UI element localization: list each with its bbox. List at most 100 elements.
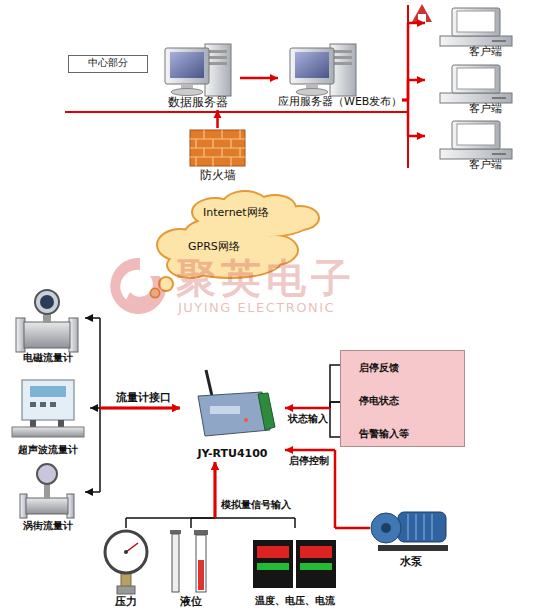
level-gauge-icon bbox=[194, 530, 208, 535]
connector-line bbox=[100, 407, 180, 410]
pump-icon bbox=[378, 545, 448, 551]
pressure-gauge-icon bbox=[124, 550, 128, 554]
client-node: 客户端 bbox=[425, 118, 542, 173]
em-flowmeter-icon bbox=[35, 290, 59, 314]
pressure-gauge-icon bbox=[117, 586, 135, 594]
client-icon bbox=[440, 121, 512, 159]
arrow-head bbox=[214, 110, 222, 118]
lan-bus bbox=[65, 5, 408, 168]
connector bbox=[285, 402, 340, 412]
connector-line bbox=[407, 23, 410, 100]
sensor-node: 液位 bbox=[160, 528, 222, 610]
flowmeter-node: 电磁流量计 bbox=[10, 288, 85, 366]
node-label: 应用服务器（WEB发布） bbox=[278, 95, 402, 108]
connector bbox=[191, 462, 219, 528]
arrow-head bbox=[172, 404, 180, 412]
node-label: 客户端 bbox=[469, 45, 529, 58]
meter-display-icon bbox=[300, 546, 332, 558]
node-label: Internet网络 bbox=[203, 206, 313, 219]
edge-label: 启停控制 bbox=[289, 455, 329, 466]
connector bbox=[240, 74, 278, 82]
rtu-node: JY-RTU4100 bbox=[180, 365, 285, 462]
meter-display-icon bbox=[257, 546, 289, 558]
vortex-flowmeter-icon bbox=[20, 464, 74, 518]
node-label: JY-RTU4100 bbox=[180, 447, 285, 460]
arrow-head bbox=[417, 19, 425, 27]
node-label: 防火墙 bbox=[185, 168, 250, 182]
arrow-head bbox=[285, 404, 293, 412]
node-label: 涡街流量计 bbox=[10, 520, 85, 532]
status-box: 启停反馈停电状态告警输入等 bbox=[340, 350, 465, 447]
connector bbox=[85, 314, 180, 412]
rtu-device-icon bbox=[198, 370, 275, 436]
connector-line bbox=[191, 517, 215, 519]
status-bracket bbox=[330, 365, 340, 437]
level-gauge-icon bbox=[170, 530, 181, 534]
edge-label: 模拟量信号输入 bbox=[221, 499, 291, 510]
edge-label: 流量计接口 bbox=[116, 392, 171, 404]
rtu-device-icon bbox=[244, 418, 248, 422]
corner-logo bbox=[412, 4, 432, 22]
arrow-head bbox=[85, 488, 93, 496]
firewall-icon bbox=[190, 130, 245, 166]
vortex-flowmeter-icon bbox=[26, 498, 68, 514]
center-tag: 中心部分 bbox=[68, 55, 148, 73]
node-label: 启停反馈 bbox=[359, 362, 459, 374]
lan-bus bbox=[65, 111, 408, 113]
connector bbox=[90, 404, 180, 412]
sensor-node: 压力 bbox=[95, 528, 157, 610]
node-label: 停电状态 bbox=[359, 395, 459, 407]
arrow-head bbox=[172, 404, 180, 412]
connector-line bbox=[100, 407, 180, 410]
server-icon bbox=[165, 44, 231, 96]
firewall-node: 防火墙 bbox=[185, 128, 250, 184]
server-node: 应用服务器（WEB发布） bbox=[278, 38, 402, 110]
connector bbox=[85, 404, 180, 496]
connector-line bbox=[100, 407, 180, 410]
ultrasonic-flowmeter-icon bbox=[12, 427, 84, 437]
node-label: 压力 bbox=[95, 595, 157, 608]
arrow-head bbox=[417, 76, 425, 84]
em-flowmeter-icon bbox=[16, 290, 78, 352]
connector-line bbox=[334, 450, 337, 528]
rtu-device-icon bbox=[206, 370, 212, 396]
connector-line bbox=[407, 100, 410, 136]
level-gauge-icon bbox=[198, 560, 204, 590]
server-node: 数据服务器 bbox=[155, 38, 240, 110]
firewall-icon bbox=[190, 130, 245, 166]
level-gauge-icon bbox=[172, 534, 179, 592]
connector bbox=[402, 100, 425, 140]
connector bbox=[214, 110, 222, 128]
pump-icon bbox=[408, 514, 432, 540]
node-label: 数据服务器 bbox=[155, 95, 240, 109]
status-bracket bbox=[330, 365, 340, 437]
connector-line bbox=[99, 318, 101, 408]
connector-line bbox=[214, 462, 217, 518]
meter-display-icon bbox=[253, 540, 293, 588]
connector bbox=[211, 462, 295, 528]
edge-label: 状态输入 bbox=[288, 413, 328, 424]
connector-line bbox=[190, 518, 192, 528]
server-icon bbox=[290, 44, 356, 96]
connector-line bbox=[335, 527, 370, 530]
connector bbox=[126, 462, 219, 528]
em-flowmeter-icon bbox=[24, 322, 70, 348]
vortex-flowmeter-icon bbox=[37, 464, 57, 484]
ultrasonic-flowmeter-icon bbox=[50, 402, 56, 407]
watermark-logo bbox=[110, 258, 166, 314]
connector-line bbox=[215, 517, 295, 519]
client-node: 客户端 bbox=[425, 62, 542, 117]
arrow-head bbox=[90, 404, 98, 412]
sensor-node: 温度、电压、电流 bbox=[245, 528, 345, 610]
arrow-head bbox=[172, 404, 180, 412]
pump-icon bbox=[371, 512, 448, 551]
ultrasonic-flowmeter-icon bbox=[22, 380, 74, 420]
watermark-logo bbox=[126, 276, 161, 304]
node-label: 告警输入等 bbox=[359, 428, 459, 440]
node-label: 液位 bbox=[160, 595, 222, 608]
node-label: 中心部分 bbox=[69, 57, 147, 69]
connector bbox=[402, 76, 425, 100]
em-flowmeter-icon bbox=[40, 295, 54, 309]
watermark-text: JUYING ELECTRONIC bbox=[178, 301, 335, 315]
arrow-head bbox=[417, 132, 425, 140]
